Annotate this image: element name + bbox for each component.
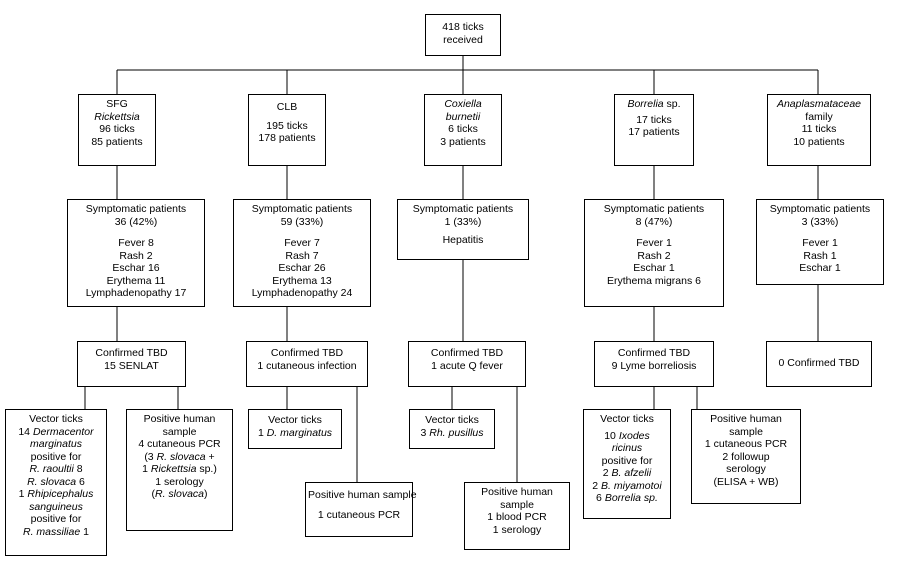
- sfg-patients: 85 patients: [91, 135, 143, 148]
- anaplasmataceae-confirmed-box: 0 Confirmed TBD: [766, 341, 872, 387]
- sfg-ticks: 96 ticks: [99, 123, 135, 135]
- anaplasmataceae-symptomatic-title: Symptomatic patients: [769, 203, 871, 215]
- marginatus-label: marginatus: [30, 438, 82, 450]
- coxiella-box: Coxiella burnetii 6 ticks 3 patients: [424, 94, 502, 166]
- sfg-vector-ticks-box: Vector ticks 14 Dermacentor marginatus p…: [5, 409, 107, 556]
- clb-symptomatic-box: Symptomatic patients 59 (33%) Fever 7 Ra…: [233, 199, 371, 307]
- root-line-2: received: [443, 33, 483, 46]
- ixodes-label: Ixodes: [618, 429, 650, 442]
- clb-vector-title: Vector ticks: [268, 414, 322, 426]
- clb-symptomatic-title: Symptomatic patients: [251, 203, 353, 215]
- clb-confirmed-value: 1 cutaneous infection: [257, 359, 357, 372]
- coxiella-confirmed-box: Confirmed TBD 1 acute Q fever: [408, 341, 526, 387]
- anaplasmataceae-confirmed-value: 0 Confirmed TBD: [778, 357, 860, 369]
- borrelia-box: Borrelia sp. 17 ticks 17 patients: [614, 94, 694, 166]
- hepatitis-label: Hepatitis: [442, 234, 484, 246]
- r-massiliae-label: R. massiliae: [23, 525, 81, 538]
- ricinus-label: ricinus: [611, 442, 643, 454]
- rickettsia-label: Rickettsia: [94, 110, 140, 123]
- clb-human-sample-box: Positive human sample 1 cutaneous PCR: [305, 482, 417, 537]
- dermacentor-label: Dermacentor: [32, 425, 94, 438]
- borrelia-symptomatic-count: 8 (47%): [635, 215, 673, 228]
- sfg-symptomatic-count: 36 (42%): [114, 215, 158, 228]
- clb-confirmed-box: Confirmed TBD 1 cutaneous infection: [246, 341, 368, 387]
- rhipicephalus-label: Rhipicephalus: [27, 488, 94, 500]
- sfg-human-title: Positive human: [143, 413, 216, 425]
- sfg-confirmed-box: Confirmed TBD 15 SENLAT: [77, 341, 186, 387]
- anaplasmataceae-box: Anaplasmataceae family 11 ticks 10 patie…: [767, 94, 871, 166]
- anaplasmataceae-symptomatic-box: Symptomatic patients 3 (33%) Fever 1 Ras…: [756, 199, 884, 285]
- sfg-fever: Fever 8: [118, 237, 154, 249]
- coxiella-human-sample-box: Positive human sample 1 blood PCR 1 sero…: [464, 482, 570, 550]
- anaplasmataceae-symptomatic-count: 3 (33%): [801, 215, 839, 228]
- anaplasmataceae-label: Anaplasmataceae: [776, 98, 862, 110]
- sfg-symptomatic-box: Symptomatic patients 36 (42%) Fever 8 Ra…: [67, 199, 205, 307]
- clb-label: CLB: [276, 101, 298, 113]
- coxiella-confirmed-title: Confirmed TBD: [430, 347, 504, 359]
- clb-confirmed-title: Confirmed TBD: [270, 347, 344, 359]
- coxiella-symptomatic-count: 1 (33%): [444, 215, 482, 228]
- sfg-eschar: Eschar 16: [112, 262, 160, 274]
- sfg-confirmed-title: Confirmed TBD: [95, 347, 168, 359]
- coxiella-label: Coxiella: [444, 98, 482, 110]
- borrelia-human-title: Positive human: [710, 413, 782, 425]
- borrelia-confirmed-value: 9 Lyme borreliosis: [611, 359, 697, 372]
- coxiella-confirmed-value: 1 acute Q fever: [431, 359, 503, 372]
- root-line-1: 418 ticks: [442, 21, 484, 33]
- coxiella-vector-title: Vector ticks: [425, 414, 479, 426]
- b-miyamotoi-label: B. miyamotoi: [601, 479, 662, 492]
- coxiella-symptomatic-title: Symptomatic patients: [412, 203, 514, 215]
- sfg-lymphadenopathy: Lymphadenopathy 17: [85, 287, 187, 299]
- coxiella-human-title: Positive human: [481, 486, 553, 498]
- d-marginatus-label: D. marginatus: [266, 426, 333, 439]
- borrelia-sp-label: Borrelia: [604, 492, 641, 504]
- sfg-human-sample-box: Positive human sample 4 cutaneous PCR (3…: [126, 409, 233, 531]
- borrelia-confirmed-box: Confirmed TBD 9 Lyme borreliosis: [594, 341, 714, 387]
- clb-human-title: Positive human sample: [308, 489, 417, 501]
- borrelia-confirmed-title: Confirmed TBD: [617, 347, 691, 359]
- b-afzelii-label: B. afzelii: [611, 467, 652, 479]
- borrelia-symptomatic-title: Symptomatic patients: [603, 203, 705, 215]
- borrelia-human-sample-box: Positive human sample 1 cutaneous PCR 2 …: [691, 409, 801, 504]
- clb-patients: 178 patients: [258, 132, 316, 144]
- root-box: 418 ticks received: [425, 14, 501, 56]
- clb-vector-ticks-box: Vector ticks 1 D. marginatus: [248, 409, 342, 449]
- sfg-rickettsia-box: SFG Rickettsia 96 ticks 85 patients: [78, 94, 156, 166]
- clb-symptomatic-count: 59 (33%): [280, 215, 324, 228]
- borrelia-symptomatic-box: Symptomatic patients 8 (47%) Fever 1 Ras…: [584, 199, 724, 307]
- coxiella-vector-ticks-box: Vector ticks 3 Rh. pusillus: [409, 409, 495, 449]
- burnetii-label: burnetii: [445, 110, 481, 123]
- r-raoultii-label: R. raoultii: [29, 463, 74, 475]
- sfg-erythema: Erythema 11: [106, 274, 166, 287]
- borrelia-vector-ticks-box: Vector ticks 10 Ixodes ricinus positive …: [583, 409, 671, 519]
- borrelia-vector-title: Vector ticks: [600, 413, 654, 425]
- sfg-confirmed-value: 15 SENLAT: [104, 359, 159, 372]
- coxiella-symptomatic-box: Symptomatic patients 1 (33%) Hepatitis: [397, 199, 529, 260]
- sfg-symptomatic-title: Symptomatic patients: [85, 203, 187, 215]
- clb-ticks: 195 ticks: [266, 119, 308, 132]
- rh-pusillus-label: Rh. pusillus: [429, 426, 484, 439]
- borrelia-label: Borrelia: [627, 98, 664, 110]
- sfg-label: SFG: [106, 98, 128, 110]
- clb-box: CLB 195 ticks 178 patients: [248, 94, 326, 166]
- r-slovaca-label: R. slovaca: [27, 475, 77, 488]
- sfg-rash: Rash 2: [119, 249, 153, 262]
- sanguineus-label: sanguineus: [29, 500, 83, 513]
- sfg-vector-title: Vector ticks: [29, 413, 83, 425]
